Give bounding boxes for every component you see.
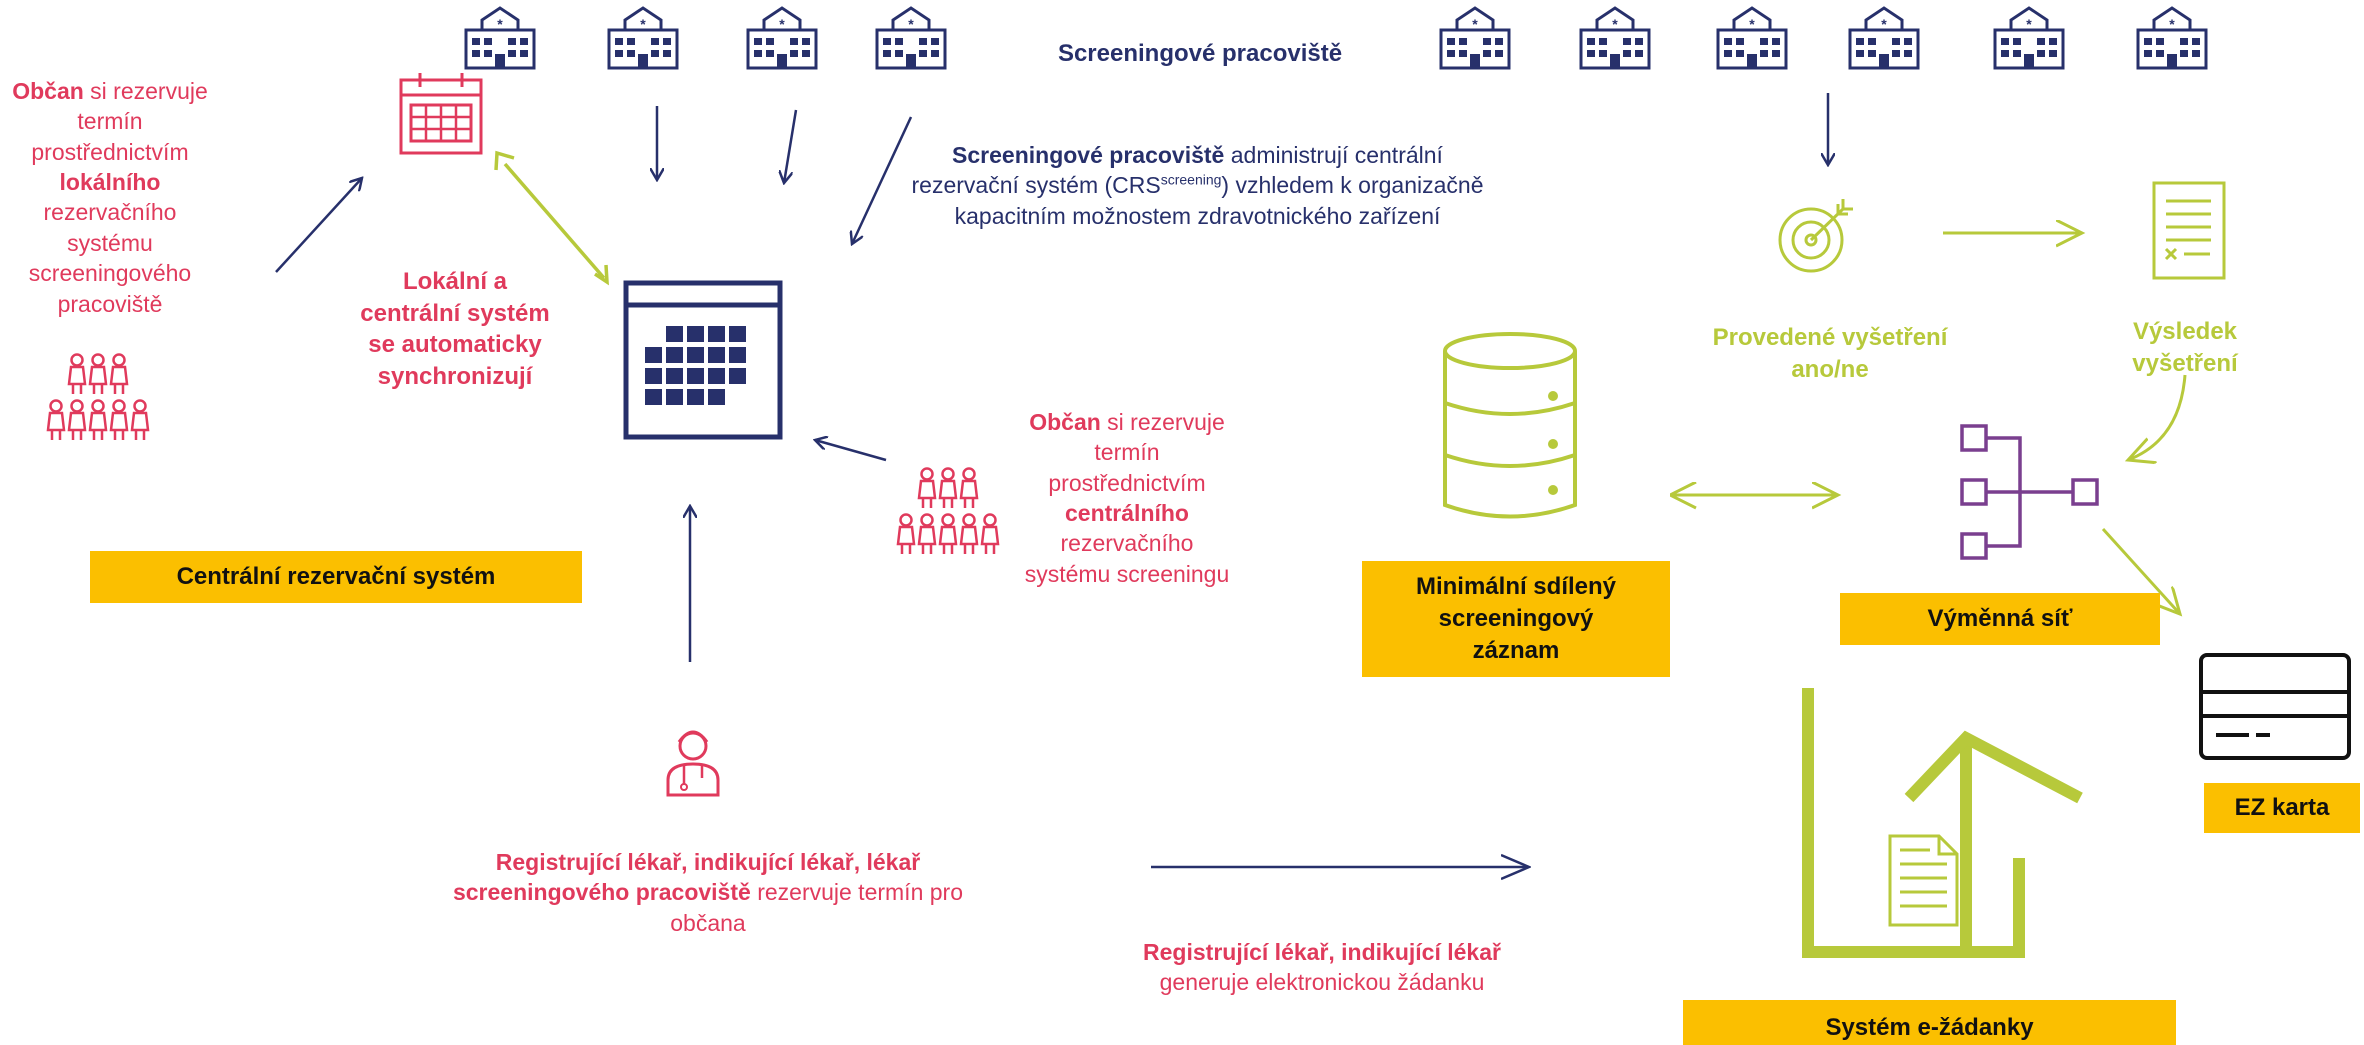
crs-superscript: screening: [1160, 171, 1222, 188]
admin-note: Screeningové pracoviště administrují cen…: [905, 140, 1490, 231]
hospital-icon: [1848, 6, 1920, 70]
note-text: si rezervuje termín prostřednictvím: [1048, 409, 1225, 496]
citizen-label: Občan: [12, 78, 84, 104]
hospital-icon: [875, 6, 947, 70]
card-icon: [2199, 653, 2351, 760]
calendar-icon: [399, 73, 483, 155]
hospital-icon: [1579, 6, 1651, 70]
people-icon: [898, 469, 998, 555]
document-icon: [2152, 181, 2226, 280]
hospital-icon: [464, 6, 536, 70]
people-icon: [48, 355, 148, 441]
citizen-label: Občan: [1029, 409, 1101, 435]
hospital-icon: [1439, 6, 1511, 70]
local-booking-note: Občan si rezervuje termín prostřednictví…: [6, 76, 214, 319]
arrow: [2128, 374, 2187, 460]
screening-site-bold: Screeningové pracoviště: [952, 142, 1225, 168]
local-label: lokálního: [59, 169, 161, 196]
record-label: Minimální sdílený screeningový záznam: [1362, 561, 1670, 677]
arrow: [815, 440, 887, 462]
crs-label: Centrální rezervační systém: [90, 551, 582, 603]
central-booking-note: Občan si rezervuje termín prostřednictví…: [1022, 407, 1232, 589]
doctor-icon: [666, 730, 720, 797]
hospital-icon: [1993, 6, 2065, 70]
exchange-label: Výměnná síť: [1840, 593, 2160, 645]
network-icon: [1960, 424, 2099, 560]
screening-site-label: Screeningové pracoviště: [1057, 40, 1343, 67]
ez-card-label: EZ karta: [2204, 783, 2360, 833]
ezadanka-note: Registrující lékař, indikující lékař gen…: [1097, 937, 1547, 998]
arrow: [2101, 527, 2180, 614]
note-text: generuje elektronickou žádanku: [1159, 969, 1485, 996]
ezadanka-label: Systém e-žádanky: [1683, 1000, 2176, 1045]
hospital-icon: [746, 6, 818, 70]
hospital-icon: [1716, 6, 1788, 70]
note-text: administrují centrální rezervační systém…: [911, 142, 1443, 199]
hospital-icon: [2136, 6, 2208, 70]
exam-done-label: Provedené vyšetření ano/ne: [1712, 324, 1948, 383]
arrow: [503, 162, 606, 280]
arrow: [275, 178, 362, 273]
exam-result-label: Výsledek vyšetření: [2132, 318, 2238, 377]
target-icon: [1778, 199, 1853, 273]
doctor-roles: Registrující lékař, indikující lékař: [1143, 939, 1501, 965]
doctor-booking-note: Registrující lékař, indikující lékař, lé…: [452, 847, 964, 938]
doctor-roles: Registrující lékař, indikující lékař, lé…: [452, 849, 921, 906]
arrow: [852, 116, 913, 244]
sync-note: Lokální a centrální systém se automatick…: [360, 268, 550, 391]
note-text: rezervačního systému screeningu: [1024, 530, 1230, 587]
central-label: centrálního: [1065, 500, 1189, 527]
note-text: si rezervuje termín prostřednictvím: [31, 78, 208, 165]
note-text: rezervuje termín pro občana: [670, 879, 964, 936]
note-text: ) vzhledem k organizačně kapacitním možn…: [954, 172, 1484, 229]
database-icon: [1443, 332, 1577, 519]
arrow: [784, 109, 798, 183]
upload-arrow-icon: [1802, 688, 2083, 958]
note-text: rezervačního systému screeningového prac…: [28, 199, 192, 317]
hospital-icon: [607, 6, 679, 70]
calendar-icon: [623, 280, 783, 440]
